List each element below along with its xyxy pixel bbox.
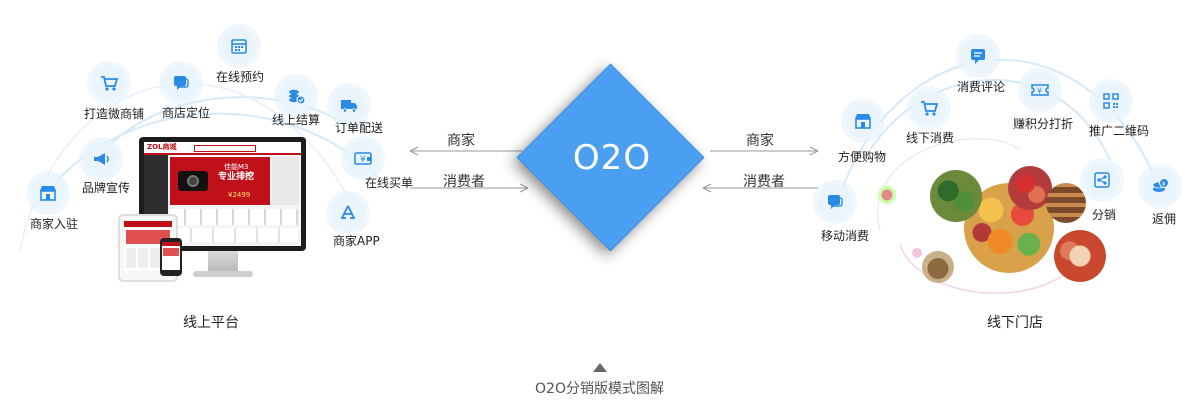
monitor-stand bbox=[208, 251, 238, 273]
produce-photo-fruit bbox=[1008, 166, 1052, 210]
produce-photo-vegetables bbox=[930, 170, 982, 222]
promo-price: ¥2499 bbox=[228, 191, 251, 199]
ticket-yen-icon[interactable]: ¥ bbox=[1023, 73, 1057, 107]
node-offline-consume: 线下消费 bbox=[906, 131, 955, 145]
o2o-label: O2O bbox=[572, 138, 652, 178]
node-convenient-shop: 方便购物 bbox=[838, 150, 887, 164]
storefront-icon[interactable] bbox=[31, 176, 65, 210]
coins-check-icon[interactable] bbox=[279, 79, 313, 113]
wallet-yen-icon[interactable]: ¥ bbox=[346, 141, 380, 175]
node-distribution: 分销 bbox=[1092, 208, 1117, 222]
node-store-locate: 商店定位 bbox=[162, 106, 211, 120]
comment-icon[interactable] bbox=[961, 39, 995, 73]
promo-line1: 佳能M3 bbox=[224, 163, 249, 171]
delivery-truck-icon[interactable] bbox=[332, 88, 366, 122]
screen-logo: ZOL商城 bbox=[147, 143, 177, 151]
chat-bubble-icon[interactable] bbox=[164, 66, 198, 100]
footer-title: O2O分销版模式图解 bbox=[535, 381, 664, 397]
node-online-booking: 在线预约 bbox=[216, 70, 265, 84]
svg-text:¥: ¥ bbox=[1037, 87, 1042, 96]
node-brand-promo: 品牌宣传 bbox=[82, 181, 131, 195]
shopping-basket-icon[interactable] bbox=[912, 91, 946, 125]
decor-dot bbox=[912, 248, 922, 258]
qr-code-icon[interactable] bbox=[1094, 84, 1128, 118]
node-cashback: 返佣 bbox=[1152, 212, 1177, 226]
svg-text:¥: ¥ bbox=[360, 155, 366, 165]
left-arrow-bottom-label: 消费者 bbox=[443, 174, 485, 190]
left-arrow-top-label: 商家 bbox=[447, 133, 475, 149]
chat-bubble-icon[interactable] bbox=[818, 185, 852, 219]
basket-photo bbox=[922, 251, 954, 283]
monitor-base bbox=[193, 271, 253, 277]
promo-line2: 专业排挖 bbox=[218, 172, 255, 182]
phone-device bbox=[160, 238, 182, 276]
triangle-up-icon bbox=[593, 363, 607, 372]
right-arrow-bottom-label: 消费者 bbox=[743, 174, 785, 190]
small-photo-left bbox=[878, 186, 896, 204]
node-qr-promo: 推广二维码 bbox=[1089, 124, 1150, 138]
right-arrow-top-label: 商家 bbox=[746, 133, 774, 149]
node-merchant-app: 商家APP bbox=[333, 234, 380, 248]
screen-banner: 佳能M3 专业排挖 ¥2499 bbox=[170, 157, 270, 205]
share-icon[interactable] bbox=[1085, 163, 1119, 197]
store-shelf-photo bbox=[1046, 183, 1086, 223]
node-consume-review: 消费评论 bbox=[957, 80, 1006, 94]
camera-image bbox=[178, 171, 208, 191]
app-store-icon[interactable] bbox=[331, 196, 365, 230]
node-online-settle: 线上结算 bbox=[272, 113, 321, 127]
product-row bbox=[170, 209, 298, 225]
caption-online-platform: 线上平台 bbox=[183, 315, 239, 331]
node-order-delivery: 订单配送 bbox=[335, 121, 384, 135]
node-merchant-join: 商家入驻 bbox=[30, 217, 79, 231]
storefront-icon[interactable] bbox=[846, 104, 880, 138]
coins-yen-icon[interactable]: ¥ bbox=[1143, 169, 1177, 203]
caption-offline-store: 线下门店 bbox=[987, 315, 1043, 331]
node-wechat-store: 打造微商铺 bbox=[84, 107, 145, 121]
calendar-icon[interactable] bbox=[222, 29, 256, 63]
megaphone-icon[interactable] bbox=[84, 142, 118, 176]
svg-text:¥: ¥ bbox=[1162, 180, 1166, 188]
node-mobile-consume: 移动消费 bbox=[821, 229, 870, 243]
node-online-pay: 在线买单 bbox=[365, 176, 414, 190]
shopping-cart-icon[interactable] bbox=[92, 66, 126, 100]
food-photo bbox=[1054, 230, 1106, 282]
node-earn-points: 赚积分打折 bbox=[1013, 117, 1074, 131]
